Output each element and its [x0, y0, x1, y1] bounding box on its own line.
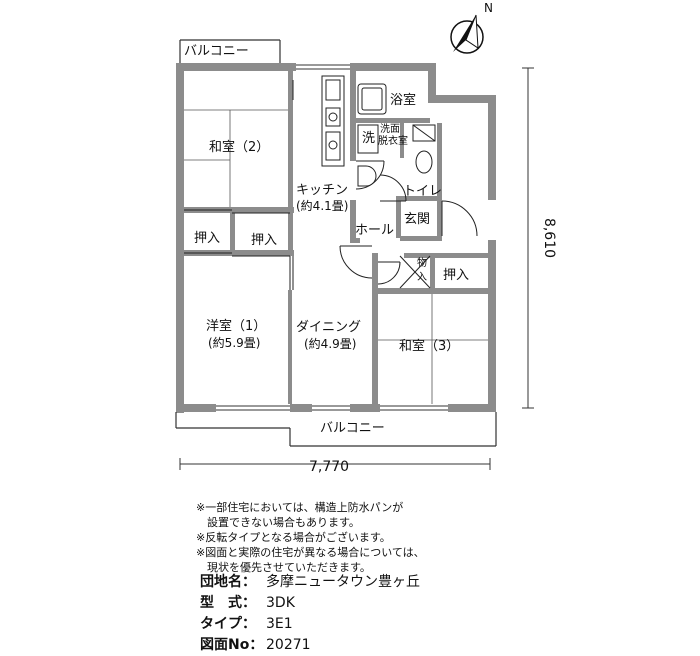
info-row-name: 団地名： 多摩ニュータウン豊ヶ丘 — [200, 572, 420, 593]
info-value: 3E1 — [266, 616, 293, 632]
info-row-type: タイプ： 3E1 — [200, 614, 420, 635]
sliding-doors — [184, 80, 294, 290]
washitsu-3-label: 和室（3） — [399, 339, 460, 354]
info-row-drawing-no: 図面No： 20271 — [200, 635, 420, 656]
dimension-width — [179, 458, 491, 470]
closet-right-label: 押入 — [443, 268, 470, 283]
info-key: 型 式： — [200, 595, 256, 611]
balcony-bottom-label: バルコニー — [320, 421, 385, 436]
bathtub — [357, 83, 387, 115]
info-key: タイプ： — [200, 616, 256, 632]
dining-label: ダイニング — [296, 320, 362, 335]
north-label: N — [484, 1, 493, 15]
info-row-model: 型 式： 3DK — [200, 593, 420, 614]
info-value: 多摩ニュータウン豊ヶ丘 — [266, 574, 420, 590]
kitchen-label: キッチン — [296, 183, 349, 198]
windows — [216, 64, 448, 411]
dressing-label-1: 洗面 — [380, 124, 400, 135]
dimension-depth-label: 8,610 — [541, 218, 557, 258]
balcony-bottom — [175, 412, 497, 447]
property-info: 団地名： 多摩ニュータウン豊ヶ丘 型 式： 3DK タイプ： 3E1 図面No：… — [200, 572, 420, 656]
note-line: ※反転タイプとなる場合がございます。 — [196, 531, 391, 544]
dimension-depth — [522, 67, 534, 409]
entrance-label: 玄関 — [404, 212, 431, 227]
washer-box — [357, 124, 379, 154]
note-line: ※一部住宅においては、構造上防水パンが — [196, 501, 404, 514]
swing-doors — [339, 160, 478, 289]
dimension-width-label: 7,770 — [309, 459, 350, 475]
dressing-label-2: 脱衣室 — [378, 136, 408, 147]
washitsu-2-label: 和室（2） — [209, 140, 270, 155]
storage-label-1: 物 — [417, 258, 427, 269]
outer-walls — [176, 63, 496, 413]
notes: ※一部住宅においては、構造上防水パンが 設置できない場合もあります。 ※反転タイ… — [196, 500, 425, 575]
closet-mid-label: 押入 — [251, 233, 278, 248]
closet-left-label: 押入 — [194, 231, 221, 246]
toilet-fixture — [412, 124, 436, 174]
balcony-top — [179, 39, 281, 64]
note-line: 現状を優先させていただきます。 — [196, 561, 371, 574]
kitchen-fixtures — [321, 75, 345, 167]
kitchen-size-label: (約4.1畳) — [296, 199, 349, 213]
info-value: 20271 — [266, 637, 311, 653]
fridge-space — [357, 165, 377, 187]
tatami-lines — [184, 109, 488, 404]
balcony-top-label: バルコニー — [184, 44, 249, 59]
wash-label: 洗 — [362, 131, 376, 146]
note-line: 設置できない場合もあります。 — [196, 516, 360, 529]
hall-label: ホール — [355, 223, 395, 238]
note-line: ※図面と実際の住宅が異なる場合については、 — [196, 546, 425, 559]
toilet-label: トイレ — [403, 184, 443, 199]
info-key: 団地名： — [200, 574, 256, 590]
info-value: 3DK — [266, 595, 295, 611]
dining-size-label: (約4.9畳) — [304, 337, 357, 351]
youshitsu-1-size-label: (約5.9畳) — [208, 336, 261, 350]
youshitsu-1-label: 洋室（1） — [206, 319, 267, 334]
interior-walls — [184, 71, 488, 408]
info-key: 図面No： — [200, 637, 264, 653]
compass-icon — [450, 14, 484, 54]
storage-label-2: 入 — [417, 272, 427, 283]
bath-label: 浴室 — [390, 93, 417, 108]
